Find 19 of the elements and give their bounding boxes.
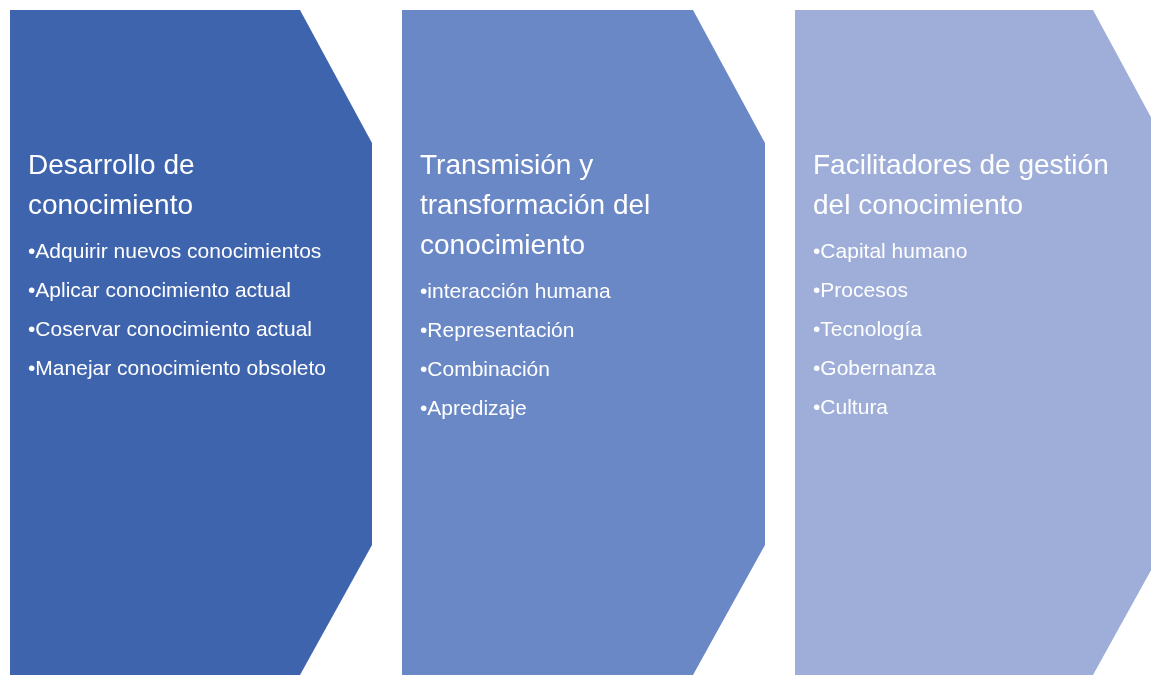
panel-heading: Transmisión y transformación del conocimiento [420, 148, 652, 262]
bullet-item: •Coservar conocimiento actual [28, 316, 313, 342]
bullet-item: •Gobernanza [813, 355, 937, 381]
bullet-item: •Representación [420, 317, 576, 343]
chevron-panel [795, 10, 1151, 675]
bullet-item: •Apredizaje [420, 395, 528, 421]
bullet-item: •Procesos [813, 277, 909, 303]
bullet-item: •Combinación [420, 356, 551, 382]
bullet-item: •Cultura [813, 394, 890, 420]
chevron-panel [10, 10, 372, 675]
chevron-panel [402, 10, 765, 675]
panel-heading: Facilitadores de gestión del conocimiento [813, 148, 1110, 222]
panel-heading: Desarrollo de conocimiento [28, 148, 196, 222]
bullet-item: •Capital humano [813, 238, 969, 264]
bullet-item: •interacción humana [420, 278, 612, 304]
bullet-item: •Adquirir nuevos conocimientos [28, 238, 323, 264]
bullet-item: •Tecnología [813, 316, 923, 342]
bullet-item: •Manejar conocimiento obsoleto [28, 355, 328, 381]
bullet-item: •Aplicar conocimiento actual [28, 277, 292, 303]
